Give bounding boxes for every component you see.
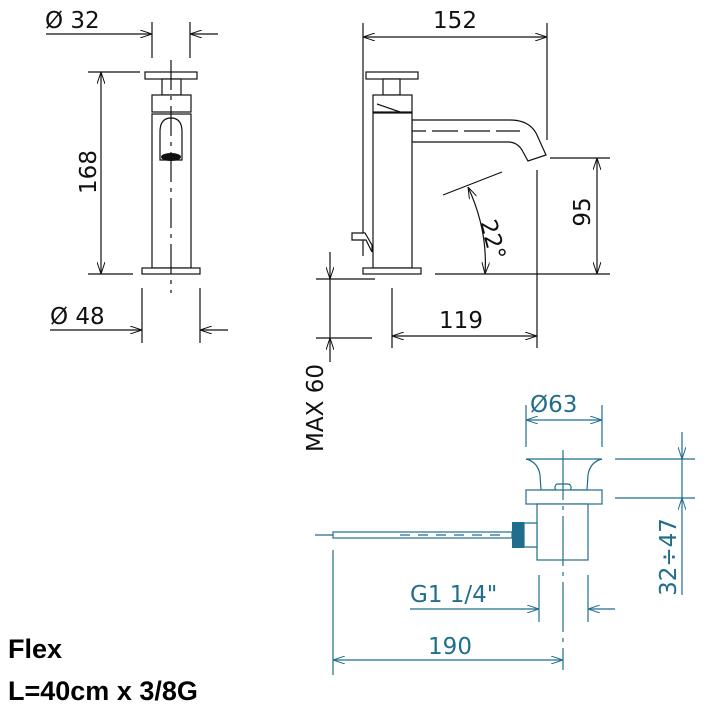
drain-length-label: 190	[428, 634, 472, 660]
product-spec: L=40cm x 3/8G	[8, 676, 198, 706]
product-name: Flex	[8, 634, 63, 664]
spout	[411, 119, 547, 162]
drain-nut	[512, 522, 524, 548]
drain-diameter-label: Ø63	[530, 392, 577, 418]
front-diameter-base-label: Ø 48	[50, 304, 105, 330]
reach-label: 152	[433, 8, 477, 34]
front-diameter-top-label: Ø 32	[45, 8, 100, 34]
drain-view: Ø63 32÷47 G1 1/4" 190	[315, 392, 695, 675]
side-view: 152 95 22° 119 MAX 60	[303, 8, 610, 452]
drain-thread-label: G1 1/4"	[410, 582, 497, 608]
front-view: Ø 32 168 Ø 48	[45, 8, 228, 343]
projection-label: 119	[439, 308, 483, 334]
spout-height-label: 95	[570, 197, 596, 226]
drain-range-label: 32÷47	[656, 518, 682, 596]
lever	[351, 232, 373, 253]
angle-label: 22°	[474, 217, 510, 263]
max-deck-label: MAX 60	[303, 364, 329, 452]
front-height-label: 168	[76, 150, 102, 194]
